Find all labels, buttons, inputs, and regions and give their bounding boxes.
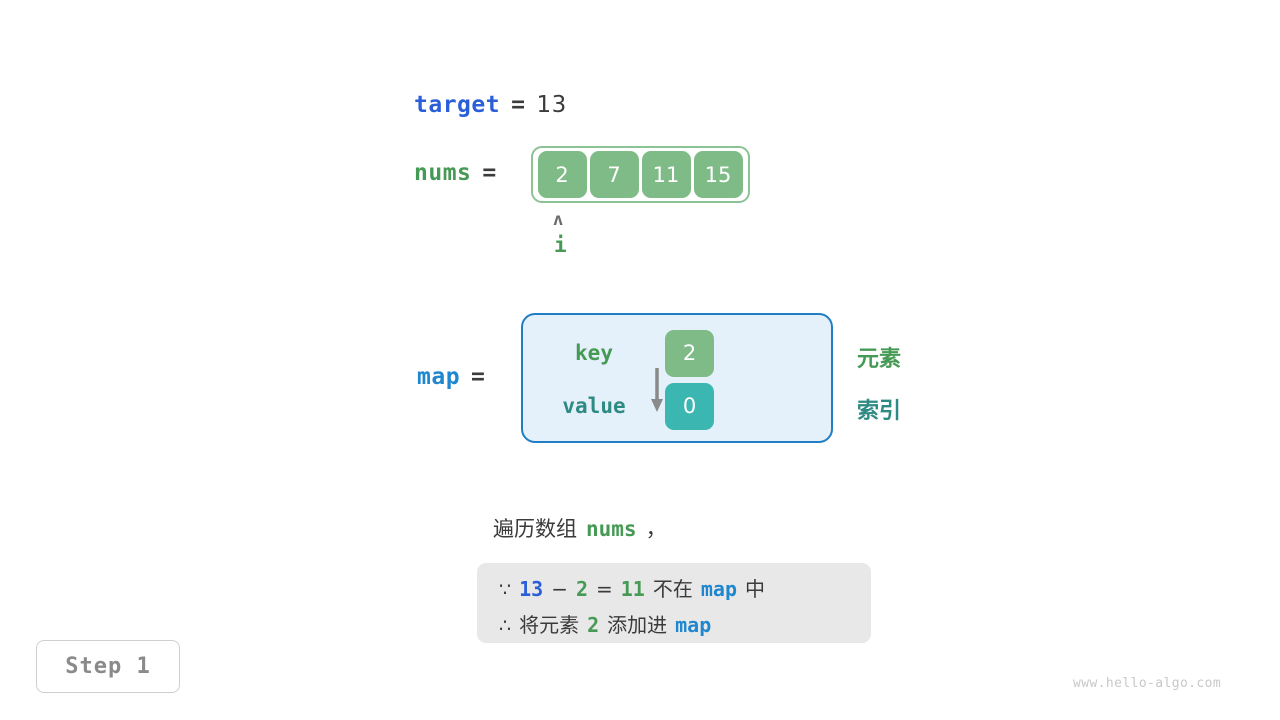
note-code-map-2: map bbox=[675, 613, 712, 637]
map-declaration: map = bbox=[417, 364, 485, 390]
map-value-cell: 0 bbox=[665, 382, 714, 430]
map-container: key 2 value 0 bbox=[521, 313, 833, 443]
side-label-index: 索引 bbox=[857, 399, 902, 424]
key-to-value-arrow-icon bbox=[651, 368, 663, 412]
map-equals-sign: = bbox=[471, 364, 486, 390]
map-value-row-label: value bbox=[562, 394, 626, 418]
caption-code-nums: nums bbox=[586, 517, 637, 541]
note-added-value: 2 bbox=[587, 613, 600, 637]
nums-variable-name: nums bbox=[414, 160, 472, 186]
watermark: www.hello-algo.com bbox=[1073, 676, 1222, 691]
note-box: ∵ 13 − 2 = 11 不在 map 中 ∴ 将元素 2 添加进 map bbox=[477, 563, 871, 643]
nums-equals-sign: = bbox=[482, 160, 497, 186]
note-minus-sign: − bbox=[551, 577, 568, 601]
map-key-row: key 2 bbox=[523, 327, 714, 379]
target-variable-name: target bbox=[414, 92, 501, 118]
note-equals-sign: = bbox=[596, 577, 613, 601]
nums-declaration: nums = bbox=[414, 160, 497, 186]
target-equals-sign: = bbox=[511, 92, 526, 118]
target-declaration: target = 13 bbox=[414, 92, 567, 118]
note-text-tail: 中 bbox=[744, 577, 765, 601]
note-code-map: map bbox=[700, 577, 737, 601]
index-pointer-caret-icon: ʌ bbox=[553, 210, 564, 230]
caption-text: 遍历数组 nums ， bbox=[493, 513, 667, 543]
because-symbol: ∵ bbox=[499, 579, 512, 601]
array-cell: 15 bbox=[693, 151, 743, 198]
map-key-row-label: key bbox=[575, 341, 613, 365]
array-cell: 11 bbox=[641, 151, 691, 198]
note-operand-complement: 11 bbox=[620, 577, 645, 601]
note-line-1: ∵ 13 − 2 = 11 不在 map 中 bbox=[499, 573, 849, 603]
nums-array: 2 7 11 15 bbox=[531, 146, 750, 203]
caption-suffix: ， bbox=[645, 517, 667, 541]
side-label-element: 元素 bbox=[857, 347, 902, 372]
index-pointer-label: i bbox=[554, 233, 567, 257]
note-text-add-into: 添加进 bbox=[607, 613, 668, 637]
step-badge: Step 1 bbox=[36, 640, 180, 693]
array-cell: 7 bbox=[589, 151, 639, 198]
caption-prefix: 遍历数组 bbox=[493, 517, 577, 541]
note-operand-current: 2 bbox=[575, 577, 588, 601]
map-key-cell: 2 bbox=[665, 329, 714, 377]
note-text-add-element: 将元素 bbox=[519, 613, 580, 637]
note-operand-target: 13 bbox=[519, 577, 544, 601]
array-cell: 2 bbox=[537, 151, 587, 198]
target-value: 13 bbox=[536, 92, 567, 118]
note-text-not-in: 不在 bbox=[652, 577, 693, 601]
note-line-2: ∴ 将元素 2 添加进 map bbox=[499, 609, 849, 639]
therefore-symbol: ∴ bbox=[499, 615, 512, 637]
map-variable-name: map bbox=[417, 364, 461, 390]
map-value-row: value 0 bbox=[523, 380, 714, 432]
